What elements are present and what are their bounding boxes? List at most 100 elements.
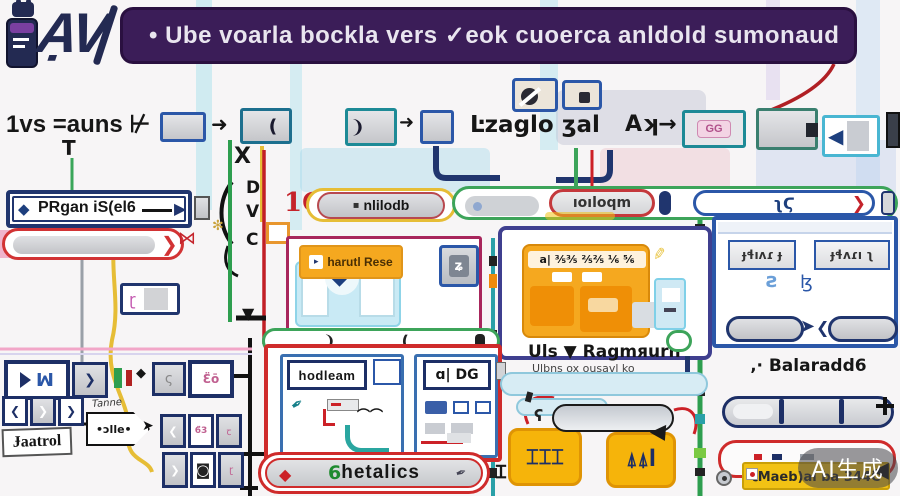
chevron-icon: ❯ <box>65 404 77 418</box>
comb-glyphs: ⍋⍋ꟾ <box>626 449 656 471</box>
metalics-inner: ◆ 6 hetalics ✒ <box>265 458 483 488</box>
track-capsule <box>465 196 539 216</box>
pen-icon: ✒ <box>453 464 470 483</box>
node-box-f <box>756 108 818 150</box>
chevron-icon: ❮ <box>9 404 21 418</box>
seg-divider <box>839 399 844 424</box>
blue-dot <box>473 202 482 211</box>
arc-marks: ⌒⌒ <box>357 409 384 424</box>
dark-cap <box>659 191 671 215</box>
plus-handle-v <box>883 397 887 415</box>
row1-ax-label: Aʞ→ <box>625 112 677 137</box>
ub-caption-1: Uls ▼ Ragmяurn <box>528 342 681 362</box>
green-track-row: ıoıloqm ʅϚ ❯ <box>452 186 898 220</box>
paren-glyph: ❪ <box>265 115 281 137</box>
glyph-strip: a| ⅗⅗ ⅖⅖ ⅙ ⅚ <box>528 251 646 268</box>
arrow-right-icon: ➤ <box>800 316 816 337</box>
ibar-glyph: Ɪ <box>496 462 507 483</box>
yellow-smear <box>545 212 615 220</box>
shared-panel: ◆ ▸ harutl Rese ʑ <box>286 236 482 332</box>
red-l-h <box>323 423 335 426</box>
node-box-b: ❪ <box>240 108 292 144</box>
organ-label: PRgan iS(el6 <box>38 199 136 216</box>
note-box <box>654 278 686 330</box>
nlilodb-pill: ▪ nlilodb <box>306 188 456 222</box>
shared-header-label: harutl Rese <box>327 255 393 269</box>
tanne-label: Tanne <box>91 396 123 411</box>
glyph-text: ɟɬıʌɾ ɟ <box>742 248 782 262</box>
red-underline <box>421 441 463 444</box>
nlilodb-inner: ▪ nlilodb <box>317 191 445 219</box>
title-banner: • Ube voarla bockla vers ✓eok cuoerca an… <box>120 7 857 64</box>
teatrol-label: Ɉaatrol <box>1 426 73 458</box>
media-gray-half <box>847 121 870 151</box>
speech-capsule <box>552 404 674 432</box>
balaradd-caption: ‚· Balaradd6 <box>750 356 867 376</box>
lock-icon <box>562 80 602 110</box>
module-header: hodleam <box>287 360 367 390</box>
logo: ẠV <box>4 0 134 78</box>
gray-shadow <box>447 433 471 443</box>
z-icon: ʑ <box>454 258 464 274</box>
red-dash <box>331 403 341 406</box>
adg-header: ɑ| DG <box>423 360 491 390</box>
bar-dark-cap <box>475 334 485 348</box>
arrow-icon: ➜ <box>211 112 228 136</box>
b63-glyph: 6̈3 <box>194 426 208 436</box>
icon-cell: ɽ <box>218 452 244 488</box>
gray-knob <box>716 470 732 486</box>
column-v: V <box>246 202 260 222</box>
glyph-box-1: ɟɬıʌɾ ɟ <box>728 240 796 270</box>
row1-mid-label: Ŀzaglo ʒal <box>470 112 600 138</box>
track-mark <box>489 468 497 478</box>
chevron-icon: ❯ <box>170 463 180 477</box>
orange-block <box>580 286 632 332</box>
black-hook <box>224 245 239 278</box>
diamond-icon: ◆ <box>18 200 30 218</box>
organ-node: ◆ PRgan iS(el6 ▶ <box>6 190 192 228</box>
orange-slot <box>588 298 618 312</box>
module-white-chip <box>373 359 401 385</box>
shared-tool-box: ʑ <box>439 245 479 287</box>
red-l-v <box>323 409 326 425</box>
ls-pill: ʅϚ ❯ <box>693 190 875 216</box>
chevron-icon: ❯ <box>84 372 96 388</box>
right-panel: ɟɬıʌɾ ɟ ɟɬʌɾı ʅ ƨ ɮ ➤ ❮ <box>712 216 898 348</box>
module-right-sub: ɑ| DG <box>414 354 498 458</box>
ai-watermark: AI生成 <box>798 448 898 488</box>
logo-antenna-dot <box>26 0 31 4</box>
arrow-icon: ➜ <box>399 112 415 133</box>
teal-corner-pipe <box>345 425 389 453</box>
eye-icon <box>512 78 558 112</box>
logo-body-band <box>10 23 34 33</box>
segmented-bar <box>722 396 894 428</box>
logo-body-mark <box>13 45 25 48</box>
media-box: ◀ <box>822 115 880 157</box>
chevron-icon: ❮ <box>168 424 178 438</box>
comma-glyph: ʕ <box>534 406 544 425</box>
triangle-icon: ▸ <box>314 257 319 267</box>
arrow-left-icon: ❮ <box>816 318 830 337</box>
organ-inner-border <box>12 196 186 222</box>
s-glyph: ƨ <box>766 268 778 292</box>
arrow-pill-right <box>828 316 898 342</box>
callout-text: •ɔlle• <box>96 422 132 436</box>
tiny-tab <box>772 454 782 460</box>
icon-cell: ❯ <box>162 452 188 488</box>
sigma-glyph: ς <box>164 371 174 387</box>
adg-text: ɑ| DG <box>435 367 479 383</box>
play-arrow-icon: ▶ <box>174 199 187 218</box>
notch <box>806 123 818 137</box>
row1-left-label: 1vs =auns ⊬ <box>6 111 151 138</box>
node-box-e: GG <box>682 110 746 148</box>
logo-antenna-dot <box>16 0 21 4</box>
pink-glyph: ɽ <box>129 289 136 309</box>
chevron-node-gray: ς <box>152 362 186 396</box>
banner-text: • Ube voarla bockla vers ✓eok cuoerca an… <box>149 22 840 49</box>
red-pill-capsule <box>13 236 155 254</box>
track-mark <box>489 274 497 288</box>
red-pill: ❯ <box>2 228 184 260</box>
nlilodb-label: nlilodb <box>363 197 410 213</box>
navy-chip <box>425 401 447 414</box>
